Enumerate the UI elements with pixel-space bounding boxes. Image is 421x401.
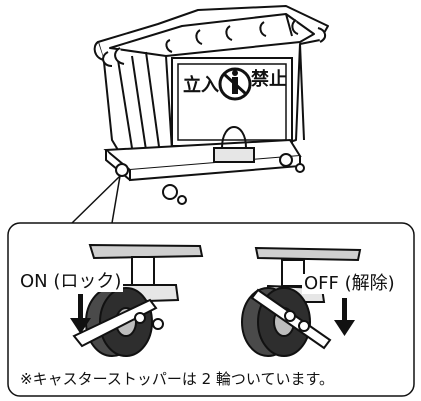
caster-stopper-note: ※キャスターストッパーは 2 輪ついています。	[20, 370, 334, 388]
sign-text-right: 禁止	[251, 69, 287, 90]
lock-off-label: OFF (解除)	[302, 273, 397, 294]
unlock-arrow-icon	[334, 298, 355, 336]
caster-unlocked-detail	[241, 246, 362, 357]
callout-lines	[71, 175, 121, 224]
lock-arrow-icon	[70, 294, 91, 334]
cart-base	[103, 126, 302, 182]
sign-text-left: 立入	[183, 75, 219, 96]
sign-panel	[171, 57, 293, 147]
cart-casters	[115, 153, 305, 205]
lock-on-label: ON (ロック)	[18, 271, 124, 292]
caster-locked-detail	[72, 243, 204, 357]
